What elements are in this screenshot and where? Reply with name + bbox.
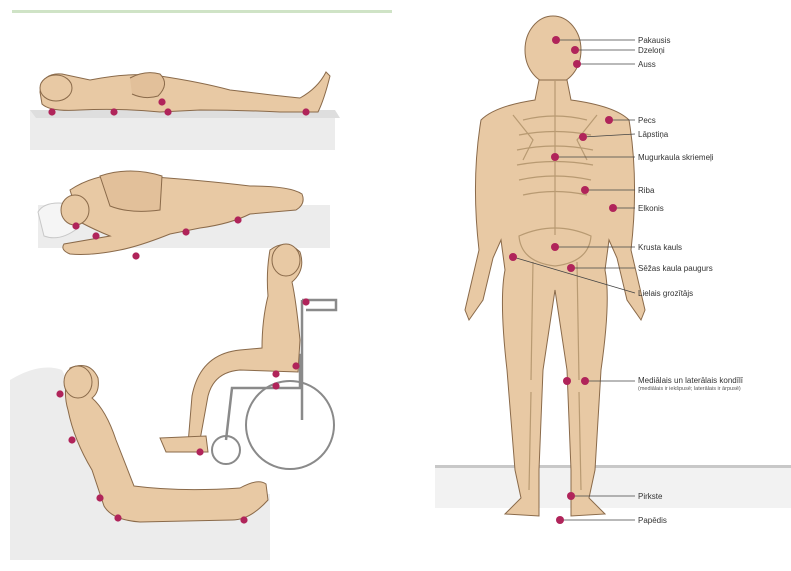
positions-illustration <box>0 0 395 571</box>
wheelchair-figure <box>160 244 336 469</box>
marker <box>234 216 241 223</box>
label-riba: Riba <box>638 186 654 195</box>
marker <box>272 370 279 377</box>
marker <box>567 492 575 500</box>
skeleton-panel: Pakausis Dzeloņi Auss Pecs Lāpstiņa Mugu… <box>395 0 791 571</box>
marker <box>581 186 589 194</box>
label-mugurkaula-skriemeli: Mugurkaula skriemeļi <box>638 153 714 162</box>
marker <box>563 377 571 385</box>
label-auss: Auss <box>638 60 656 69</box>
marker <box>114 514 121 521</box>
marker <box>567 264 575 272</box>
marker <box>551 153 559 161</box>
marker <box>158 98 165 105</box>
positions-panel <box>0 0 395 571</box>
marker <box>48 108 55 115</box>
marker <box>292 362 299 369</box>
marker <box>509 253 517 261</box>
label-pirkste: Pirkste <box>638 492 662 501</box>
label-elkonis: Elkonis <box>638 204 664 213</box>
marker <box>56 390 63 397</box>
marker <box>571 46 579 54</box>
label-kondili-note: (mediālais ir iekšpusē; laterālais ir ār… <box>638 386 741 392</box>
marker <box>581 377 589 385</box>
marker <box>552 36 560 44</box>
marker <box>96 494 103 501</box>
marker <box>72 222 79 229</box>
label-sezas-kaula-paugurs: Sēžas kaula paugurs <box>638 264 713 273</box>
marker <box>605 116 613 124</box>
marker <box>132 252 139 259</box>
label-pakausis: Pakausis <box>638 36 670 45</box>
marker <box>240 516 247 523</box>
skeleton-illustration <box>395 0 791 571</box>
label-lapstina: Lāpstiņa <box>638 130 668 139</box>
marker <box>92 232 99 239</box>
marker <box>573 60 581 68</box>
marker <box>272 382 279 389</box>
marker <box>609 204 617 212</box>
label-papedis: Papēdis <box>638 516 667 525</box>
label-pecs: Pecs <box>638 116 656 125</box>
label-kondili: Mediālais un laterālais kondīlī <box>638 376 743 385</box>
marker <box>164 108 171 115</box>
marker <box>579 133 587 141</box>
supine-figure <box>30 72 340 150</box>
label-dzeloni: Dzeloņi <box>638 46 665 55</box>
marker <box>556 516 564 524</box>
marker <box>68 436 75 443</box>
label-krusta-kauls: Krusta kauls <box>638 243 682 252</box>
marker <box>551 243 559 251</box>
side-lying-figure <box>38 171 330 255</box>
marker <box>302 298 309 305</box>
marker <box>196 448 203 455</box>
marker <box>110 108 117 115</box>
label-lielais-grozitajs: Lielais grozītājs <box>638 289 693 298</box>
marker <box>182 228 189 235</box>
marker <box>302 108 309 115</box>
